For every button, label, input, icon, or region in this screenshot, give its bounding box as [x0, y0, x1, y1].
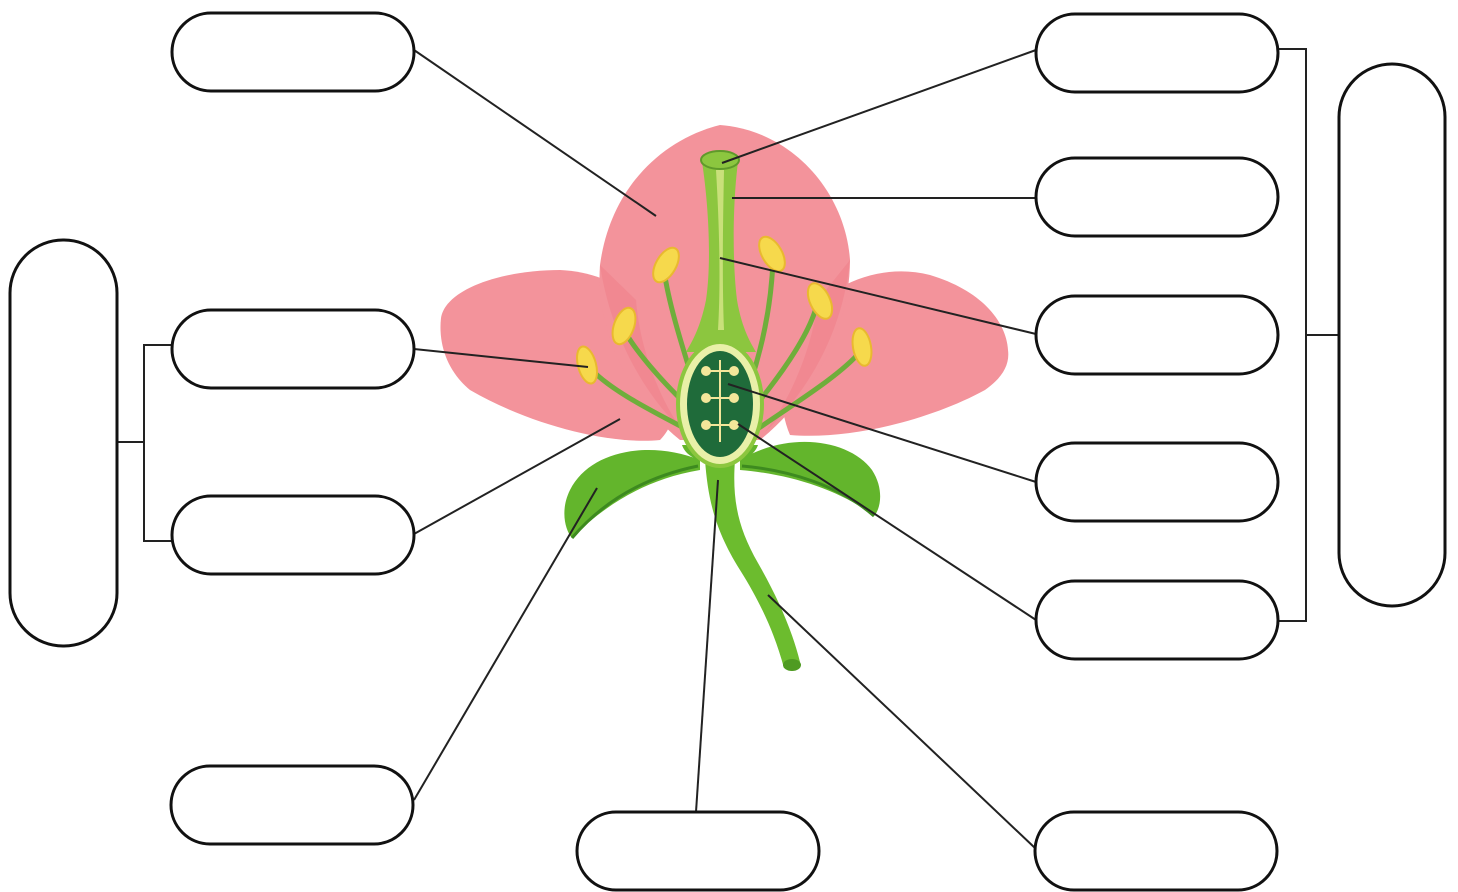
bracket-pistil: [1278, 49, 1306, 621]
label-box-stigma[interactable]: [1036, 14, 1278, 92]
stem: [705, 460, 800, 668]
ovule: [730, 394, 738, 402]
ovules: [702, 360, 738, 442]
label-box-ovule[interactable]: [1036, 443, 1278, 521]
leader-receptacle: [696, 480, 718, 812]
leader-sepal: [414, 488, 597, 800]
stem-cut: [783, 659, 801, 671]
leader-stalk: [768, 595, 1035, 848]
label-box-ovary-wall[interactable]: [1036, 296, 1278, 374]
ovule: [730, 367, 738, 375]
leader-stigma: [722, 50, 1036, 163]
ovule: [702, 367, 710, 375]
label-box-petal[interactable]: [172, 13, 414, 91]
flower-illustration: [440, 125, 1008, 671]
bracket-stamen: [144, 345, 172, 541]
ovule: [702, 421, 710, 429]
label-box-sepal[interactable]: [171, 766, 413, 844]
label-box-pistil-group[interactable]: [1339, 64, 1445, 606]
label-box-stalk[interactable]: [1035, 812, 1277, 890]
ovule: [702, 394, 710, 402]
label-box-ovary[interactable]: [1036, 581, 1278, 659]
label-box-stamen-group[interactable]: [10, 240, 117, 646]
label-box-filament[interactable]: [172, 496, 414, 574]
label-box-style[interactable]: [1036, 158, 1278, 236]
label-box-receptacle[interactable]: [577, 812, 819, 890]
label-box-anther[interactable]: [172, 310, 414, 388]
ovule: [730, 421, 738, 429]
leader-ovary: [738, 424, 1036, 620]
leader-petal: [414, 50, 656, 216]
stigma: [701, 151, 739, 169]
